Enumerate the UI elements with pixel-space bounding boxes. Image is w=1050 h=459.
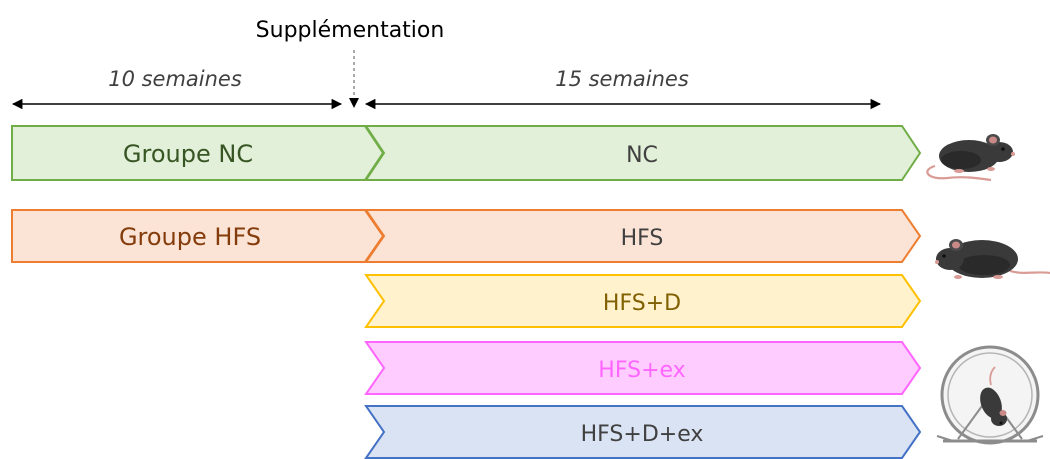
phase2-duration-label: 15 semaines xyxy=(555,67,689,91)
phase1-duration-label: 10 semaines xyxy=(108,67,242,91)
arm-hfs-d-shape xyxy=(364,274,922,328)
arm-nc-shape xyxy=(364,125,922,181)
mouse-icon xyxy=(926,134,1015,182)
supplementation-marker-arrowhead xyxy=(349,98,359,108)
arm-nc-chevron: NC xyxy=(364,125,922,181)
group-nc-arrow: Groupe NC xyxy=(11,125,385,181)
mouse-icon xyxy=(935,239,1050,279)
arm-hfs-d-chevron: HFS+D xyxy=(364,274,922,328)
arm-hfs-ex-shape xyxy=(364,341,922,395)
group-nc-label: Groupe NC xyxy=(123,140,253,168)
arm-hfs-d-ex-chevron: HFS+D+ex xyxy=(364,405,922,459)
arm-hfs-ex-label: HFS+ex xyxy=(598,358,685,383)
arm-hfs-d-ex-shape xyxy=(364,405,922,459)
arm-hfs-d-ex-label: HFS+D+ex xyxy=(581,422,704,447)
arm-hfs-chevron: HFS xyxy=(364,209,922,263)
supplementation-label: Supplémentation xyxy=(256,18,445,43)
arm-nc-label: NC xyxy=(626,143,658,168)
mouse-wheel-icon xyxy=(936,345,1044,445)
group-hfs-arrow: Groupe HFS xyxy=(11,209,385,263)
arm-hfs-shape xyxy=(364,209,922,263)
arm-hfs-d-label: HFS+D xyxy=(603,291,681,316)
group-hfs-label: Groupe HFS xyxy=(119,223,261,251)
arm-hfs-label: HFS xyxy=(621,226,664,251)
arm-hfs-ex-chevron: HFS+ex xyxy=(364,341,922,395)
